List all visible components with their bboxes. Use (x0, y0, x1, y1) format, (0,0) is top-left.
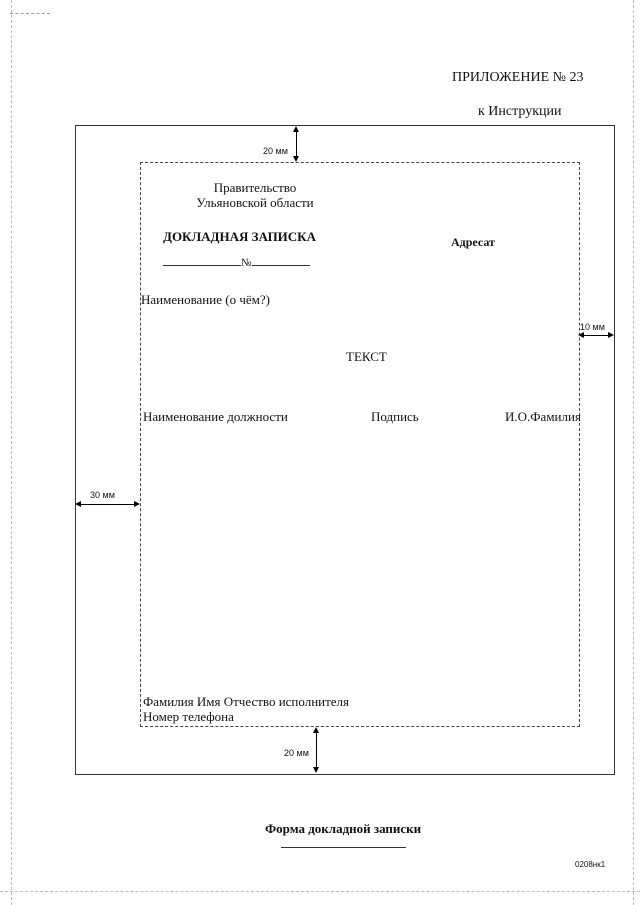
appendix-reference: к Инструкции (478, 104, 562, 119)
addressee-label: Адресат (451, 235, 495, 249)
figure-caption: Форма докладной записки (265, 821, 422, 836)
caption-rule (281, 847, 406, 848)
arrow-up-icon (313, 727, 319, 733)
arrow-down-icon (293, 156, 299, 162)
left-margin-line (81, 504, 134, 505)
bottom-margin-label: 20 мм (284, 748, 309, 758)
position-label: Наименование должности (143, 409, 288, 424)
right-margin-label: 10 мм (580, 322, 605, 332)
subject-label: Наименование (о чём?) (141, 292, 270, 307)
scan-edge-left (11, 0, 12, 905)
body-text-label: ТЕКСТ (346, 349, 387, 364)
executor-block: Фамилия Имя Отчество исполнителя Номер т… (143, 694, 349, 724)
scan-edge-top (10, 13, 50, 14)
left-margin-label: 30 мм (90, 490, 115, 500)
page-outline (75, 125, 615, 775)
top-margin-line (296, 131, 297, 156)
scan-edge-right (633, 0, 634, 905)
date-blank (163, 265, 241, 266)
arrow-up-icon (293, 126, 299, 132)
signature-label: Подпись (371, 409, 419, 424)
organization-line-1: Правительство (213, 180, 297, 195)
executor-name: Фамилия Имя Отчество исполнителя (143, 694, 350, 709)
arrow-left-icon (578, 332, 584, 338)
organization-name: Правительство Ульяновской области (160, 180, 350, 210)
arrow-right-icon (608, 332, 614, 338)
signer-name-label: И.О.Фамилия (505, 409, 581, 424)
organization-line-2: Ульяновской области (196, 195, 314, 210)
bottom-margin-line (316, 733, 317, 767)
number-sign: № (241, 257, 252, 269)
right-margin-line (584, 335, 608, 336)
arrow-down-icon (313, 767, 319, 773)
executor-phone: Номер телефона (143, 709, 234, 724)
appendix-title: ПРИЛОЖЕНИЕ № 23 (452, 70, 584, 85)
registration-line: № (163, 257, 310, 269)
arrow-right-icon (134, 501, 140, 507)
top-margin-label: 20 мм (263, 146, 288, 156)
arrow-left-icon (75, 501, 81, 507)
printable-area-outline (140, 162, 580, 727)
document-code: 0208нк1 (575, 860, 606, 869)
document-title: ДОКЛАДНАЯ ЗАПИСКА (163, 229, 316, 244)
scan-edge-bottom (0, 891, 640, 892)
number-blank (251, 265, 310, 266)
